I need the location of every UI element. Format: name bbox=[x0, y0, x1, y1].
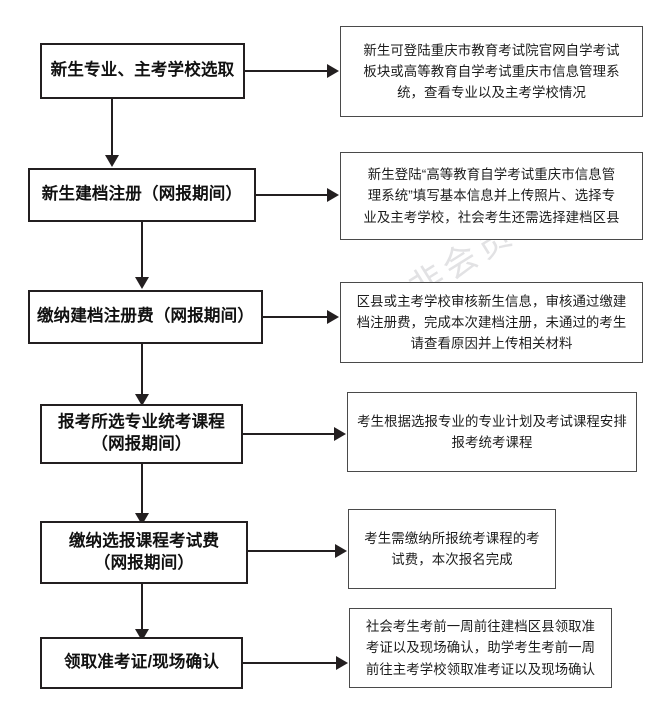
arrowhead-step-4-to-note-4 bbox=[334, 427, 346, 441]
note-box-step-6: 社会考生考前一周前往建档区县领取准 考证以及现场确认，助学考生考前一周 前往主考… bbox=[349, 608, 612, 688]
process-box-step-3[interactable]: 缴纳建档注册费（网报期间） bbox=[28, 290, 263, 344]
note-text-step-2: 新生登陆“高等教育自学考试重庆市信息管 理系统”填写基本信息并上传照片、选择专 … bbox=[363, 167, 620, 225]
connector-step-6-to-note-6 bbox=[243, 661, 337, 665]
arrowhead-step-3-to-note-3 bbox=[327, 310, 339, 324]
process-label-step-4: 报考所选专业统考课程 （网报期间） bbox=[58, 413, 225, 453]
connector-step-4-to-step-5 bbox=[141, 464, 144, 518]
process-box-step-1[interactable]: 新生专业、主考学校选取 bbox=[40, 43, 245, 99]
arrowhead-step-2-to-step-3 bbox=[135, 277, 150, 289]
process-label-step-3: 缴纳建档注册费（网报期间） bbox=[36, 307, 255, 326]
process-label-step-1: 新生专业、主考学校选取 bbox=[50, 61, 235, 80]
process-box-step-6[interactable]: 领取准考证/现场确认 bbox=[40, 637, 243, 689]
arrowhead-step-2-to-note-2 bbox=[327, 188, 339, 202]
note-box-step-2: 新生登陆“高等教育自学考试重庆市信息管 理系统”填写基本信息并上传照片、选择专 … bbox=[340, 152, 643, 240]
note-box-step-4: 考生根据选报专业的专业计划及考试课程安排 报考统考课程 bbox=[347, 392, 637, 472]
process-box-step-4[interactable]: 报考所选专业统考课程 （网报期间） bbox=[40, 404, 243, 464]
connector-step-2-to-step-3 bbox=[141, 222, 144, 282]
arrowhead-step-1-to-step-2 bbox=[105, 155, 120, 167]
arrowhead-step-1-to-note-1 bbox=[327, 64, 339, 78]
connector-step-5-to-note-5 bbox=[248, 549, 336, 553]
connector-step-1-to-note-1 bbox=[245, 69, 328, 73]
note-box-step-3: 区县或主考学校审核新生信息，审核通过缴建 档注册费，完成本次建档注册，未通过的考… bbox=[340, 282, 643, 363]
connector-step-2-to-note-2 bbox=[256, 193, 328, 197]
arrowhead-step-5-to-note-5 bbox=[335, 544, 347, 558]
note-text-step-4: 考生根据选报专业的专业计划及考试课程安排 报考统考课程 bbox=[357, 413, 627, 450]
arrowhead-step-3-to-step-4 bbox=[135, 394, 150, 406]
connector-step-3-to-note-3 bbox=[263, 315, 328, 319]
connector-step-5-to-step-6 bbox=[141, 584, 144, 634]
note-text-step-1: 新生可登陆重庆市教育考试院官网自学考试 板块或高等教育自学考试重庆市信息管理系 … bbox=[363, 42, 620, 101]
note-box-step-5: 考生需缴纳所报统考课程的考 试费，本次报名完成 bbox=[348, 509, 556, 589]
process-label-step-6: 领取准考证/现场确认 bbox=[63, 653, 220, 672]
process-box-step-2[interactable]: 新生建档注册（网报期间） bbox=[28, 168, 256, 222]
note-text-step-6: 社会考生考前一周前往建档区县领取准 考证以及现场确认，助学考生考前一周 前往主考… bbox=[365, 619, 596, 677]
note-box-step-1: 新生可登陆重庆市教育考试院官网自学考试 板块或高等教育自学考试重庆市信息管理系 … bbox=[340, 26, 643, 117]
arrowhead-step-6-to-note-6 bbox=[336, 656, 348, 670]
process-label-step-2: 新生建档注册（网报期间） bbox=[41, 185, 243, 204]
connector-step-3-to-step-4 bbox=[141, 344, 144, 399]
process-box-step-5[interactable]: 缴纳选报课程考试费 （网报期间） bbox=[40, 521, 248, 584]
process-label-step-5: 缴纳选报课程考试费 （网报期间） bbox=[68, 531, 220, 572]
note-text-step-3: 区县或主考学校审核新生信息，审核通过缴建 档注册费，完成本次建档注册，未通过的考… bbox=[356, 293, 627, 352]
connector-step-4-to-note-4 bbox=[243, 432, 335, 436]
connector-step-1-to-step-2 bbox=[111, 99, 114, 160]
note-text-step-5: 考生需缴纳所报统考课程的考 试费，本次报名完成 bbox=[364, 530, 540, 567]
